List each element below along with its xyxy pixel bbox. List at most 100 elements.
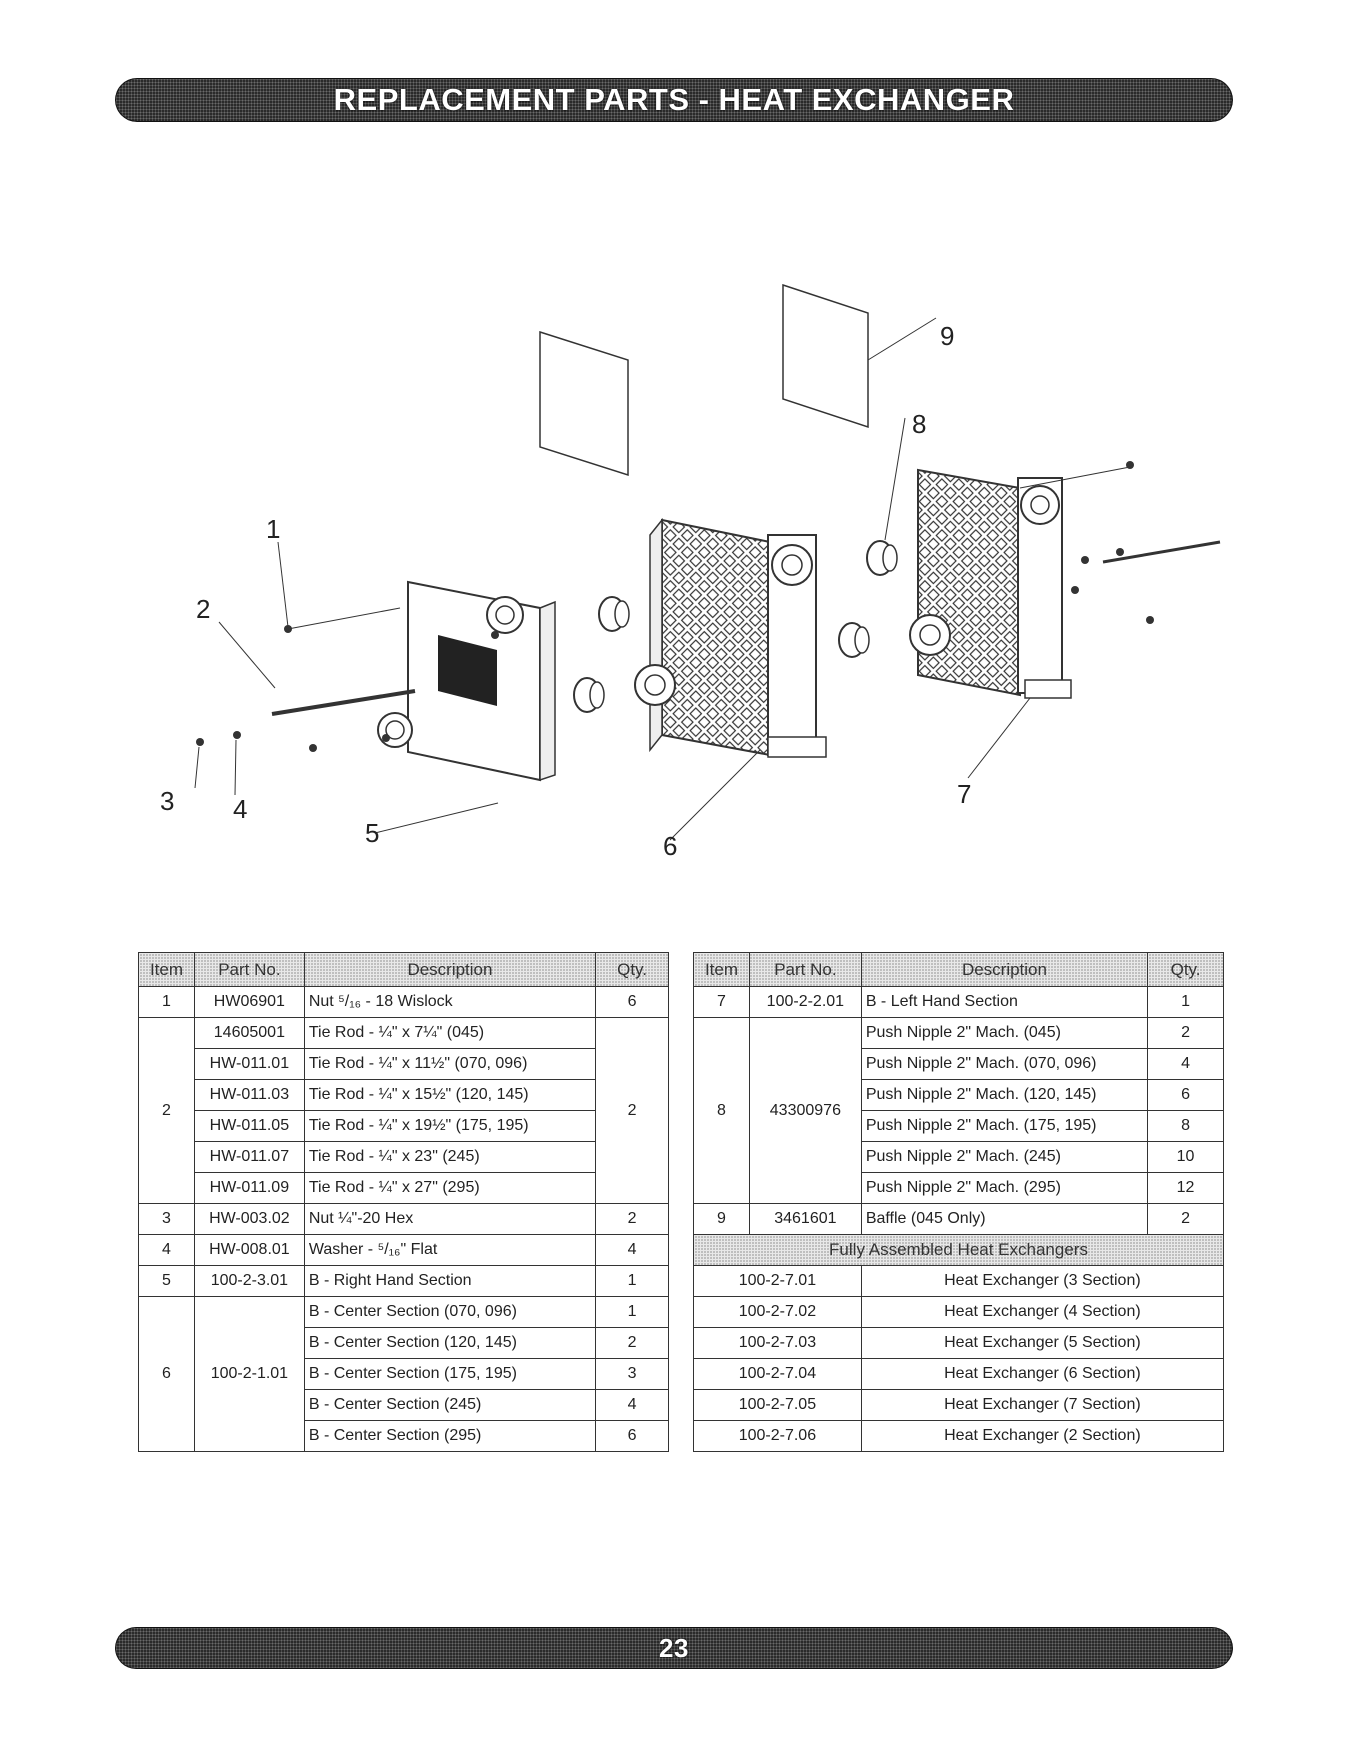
table-row: 6 100-2-1.01 B - Center Section (070, 09… <box>138 1296 669 1452</box>
cell-part-no: 100-2-7.06 <box>693 1420 862 1452</box>
callout-6: 6 <box>663 831 677 861</box>
table-row: 1 HW06901 Nut ⁵/₁₆ - 18 Wislock 6 <box>138 986 669 1018</box>
page-title: REPLACEMENT PARTS - HEAT EXCHANGER <box>333 82 1015 117</box>
cell-qty: 4 <box>595 1389 669 1421</box>
table-row: HW-011.01 Tie Rod - ¼" x 11½" (070, 096) <box>139 1048 669 1080</box>
header-part-no: Part No. <box>193 952 305 987</box>
callout-9: 9 <box>940 321 954 351</box>
parts-table-right: Item Part No. Description Qty. 7 100-2-2… <box>693 952 1225 1452</box>
cell-item: 2 <box>138 1017 195 1204</box>
cell-qty: 6 <box>595 986 669 1018</box>
cell-qty: 4 <box>595 1234 669 1266</box>
table-row: 5 100-2-3.01 B - Right Hand Section 1 <box>138 1265 669 1297</box>
header-item: Item <box>693 952 750 987</box>
callout-5: 5 <box>365 818 379 848</box>
table-row: 100-2-7.06 Heat Exchanger (2 Section) <box>693 1420 1225 1452</box>
hardware-nuts <box>196 461 1154 752</box>
cell-qty: 1 <box>595 1296 669 1328</box>
cell-description: B - Center Section (070, 096) <box>303 1296 597 1328</box>
table-row: Push Nipple 2" Mach. (175, 195) 8 <box>694 1110 1224 1142</box>
table-row: 3 HW-003.02 Nut ¼"-20 Hex 2 <box>138 1203 669 1235</box>
cell-item: 7 <box>693 986 750 1018</box>
cell-qty: 1 <box>1147 986 1224 1018</box>
callout-2: 2 <box>196 594 210 624</box>
cell-description: B - Center Section (245) <box>303 1389 597 1421</box>
center-section <box>634 517 827 758</box>
callout-4: 4 <box>233 794 247 824</box>
cell-part-no: HW06901 <box>193 986 305 1018</box>
baffle-panel-right <box>782 283 869 429</box>
cell-item: 6 <box>138 1296 195 1452</box>
cell-description: Tie Rod - ¼" x 7¼" (045) <box>303 1017 597 1049</box>
table-row: HW-011.07 Tie Rod - ¼" x 23" (245) <box>139 1141 669 1173</box>
cell-qty: 3 <box>595 1358 669 1390</box>
table-row: B - Center Section (295) 6 <box>139 1420 669 1452</box>
cell-part-no: 100-2-7.03 <box>693 1327 862 1359</box>
cell-part-no: HW-011.09 <box>193 1172 305 1204</box>
cell-part-no: HW-008.01 <box>193 1234 305 1266</box>
cell-part-no: 3461601 <box>748 1203 862 1235</box>
cell-description: Baffle (045 Only) <box>860 1203 1149 1235</box>
cell-qty: 2 <box>1147 1203 1224 1235</box>
table-row: 7 100-2-2.01 B - Left Hand Section 1 <box>693 986 1224 1018</box>
cell-description: B - Center Section (120, 145) <box>303 1327 597 1359</box>
push-nipple-4 <box>866 540 898 576</box>
cell-description: Heat Exchanger (4 Section) <box>860 1296 1225 1328</box>
cell-description: Tie Rod - ¼" x 23" (245) <box>303 1141 597 1173</box>
push-nipple-2 <box>573 677 605 713</box>
cell-description: B - Left Hand Section <box>860 986 1149 1018</box>
table-row: HW-011.09 Tie Rod - ¼" x 27" (295) <box>139 1172 669 1204</box>
push-nipple-3 <box>838 622 870 658</box>
cell-description: Heat Exchanger (5 Section) <box>860 1327 1225 1359</box>
cell-part-no: 100-2-2.01 <box>748 986 862 1018</box>
table-row: 4 HW-008.01 Washer - ⁵/₁₆" Flat 4 <box>138 1234 669 1266</box>
header-qty: Qty. <box>595 952 669 987</box>
cell-qty: 2 <box>595 1017 669 1204</box>
table-row: Push Nipple 2" Mach. (070, 096) 4 <box>694 1048 1224 1080</box>
table-row: 100-2-7.04 Heat Exchanger (6 Section) <box>693 1358 1225 1390</box>
header-banner: REPLACEMENT PARTS - HEAT EXCHANGER <box>115 78 1233 122</box>
callout-1: 1 <box>266 514 280 544</box>
table-row: HW-011.03 Tie Rod - ¼" x 15½" (120, 145) <box>139 1079 669 1111</box>
cell-description: Heat Exchanger (7 Section) <box>860 1389 1225 1421</box>
cell-qty: 2 <box>1147 1017 1224 1049</box>
push-nipple-1 <box>598 596 630 632</box>
cell-qty: 2 <box>595 1203 669 1235</box>
cell-description: B - Center Section (175, 195) <box>303 1358 597 1390</box>
cell-part-no: 14605001 <box>193 1017 305 1049</box>
table-row: Push Nipple 2" Mach. (120, 145) 6 <box>694 1079 1224 1111</box>
cell-item: 3 <box>138 1203 195 1235</box>
cell-qty: 12 <box>1147 1172 1224 1204</box>
footer-banner: 23 <box>115 1627 1233 1669</box>
cell-description: B - Right Hand Section <box>303 1265 597 1297</box>
header-part-no: Part No. <box>748 952 862 987</box>
callout-leaders <box>194 317 1131 841</box>
callout-8: 8 <box>912 409 926 439</box>
cell-qty: 2 <box>595 1327 669 1359</box>
cell-description: B - Center Section (295) <box>303 1420 597 1452</box>
cell-description: Tie Rod - ¼" x 27" (295) <box>303 1172 597 1204</box>
cell-item: 9 <box>693 1203 750 1235</box>
page-number: 23 <box>659 1632 689 1663</box>
callout-7: 7 <box>957 779 971 809</box>
cell-part-no: 100-2-7.04 <box>693 1358 862 1390</box>
cell-description: Push Nipple 2" Mach. (045) <box>860 1017 1149 1049</box>
cell-description: Tie Rod - ¼" x 19½" (175, 195) <box>303 1110 597 1142</box>
table-row: 100-2-7.02 Heat Exchanger (4 Section) <box>693 1296 1225 1328</box>
cell-part-no: HW-011.05 <box>193 1110 305 1142</box>
cell-description: Nut ¼"-20 Hex <box>303 1203 597 1235</box>
cell-part-no: 100-2-7.02 <box>693 1296 862 1328</box>
cell-item: 8 <box>693 1017 750 1204</box>
table-row: Push Nipple 2" Mach. (245) 10 <box>694 1141 1224 1173</box>
cell-description: Tie Rod - ¼" x 15½" (120, 145) <box>303 1079 597 1111</box>
table-header-row: Item Part No. Description Qty. <box>138 952 669 987</box>
parts-table-left: Item Part No. Description Qty. 1 HW06901… <box>138 952 669 1452</box>
cell-part-no: 43300976 <box>748 1017 862 1204</box>
table-row: 9 3461601 Baffle (045 Only) 2 <box>693 1203 1224 1235</box>
heat-exchanger-exploded-diagram: 1 2 3 4 5 6 7 8 9 <box>160 283 1221 861</box>
left-hand-section <box>909 468 1072 699</box>
table-row: B - Center Section (245) 4 <box>139 1389 669 1421</box>
cell-qty: 10 <box>1147 1141 1224 1173</box>
assembled-heading: Fully Assembled Heat Exchangers <box>693 1234 1224 1266</box>
table-row: Push Nipple 2" Mach. (295) 12 <box>694 1172 1224 1204</box>
